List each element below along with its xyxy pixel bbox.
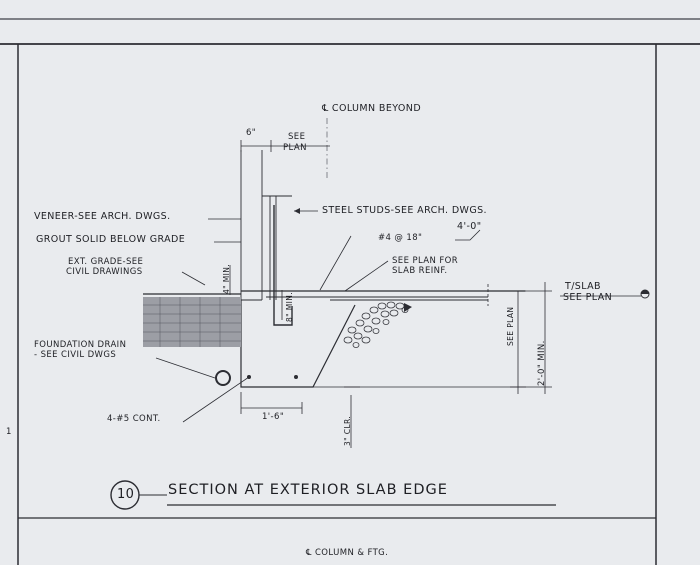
foundation-drain-label-2: - SEE CIVIL DWGS (34, 350, 117, 360)
veneer-label: VENEER-SEE ARCH. DWGS. (34, 211, 171, 222)
gravel-fill (343, 301, 409, 348)
gravel-edge-arrow (404, 303, 412, 312)
min-2ft-label: 2'-0" MIN. (537, 340, 547, 386)
foundation-drain-label: FOUNDATION DRAIN (34, 340, 127, 350)
ground-hatch (143, 297, 241, 347)
drawing-title: SECTION AT EXTERIOR SLAB EDGE (168, 482, 448, 498)
see-plan-top-label: SEE (288, 132, 306, 142)
leader-arrow (294, 208, 300, 214)
dim-6in-label: 6" (246, 128, 257, 138)
tslab-marker-fill-q (645, 290, 649, 294)
dim-1ft6-label: 1'-6" (262, 412, 285, 422)
footing-rebar-dot (294, 375, 298, 379)
see-plan-slab-label: SEE PLAN FOR (392, 256, 459, 266)
tslab-label-2: SEE PLAN (563, 292, 613, 303)
ground-hatch-pattern (143, 297, 241, 347)
see-plan-vert-label: SEE PLAN (506, 306, 515, 346)
foundation-drain-pipe (215, 370, 231, 386)
ext-grade-label-2: CIVIL DRAWINGS (66, 267, 143, 277)
ext-grade-label: EXT. GRADE-SEE (68, 257, 144, 267)
stray-mark: 1 (6, 427, 12, 437)
see-plan-top-label-2: PLAN (283, 143, 307, 153)
cont-bars-label: 4-#5 CONT. (107, 414, 161, 424)
detail-number: 10 (117, 487, 135, 502)
tslab-label: T/SLAB (565, 281, 601, 292)
rebar-label: #4 @ 18" (378, 233, 423, 243)
clr-3in-label: 3" CLR. (343, 415, 352, 446)
footer-note: ℄ COLUMN & FTG. (306, 548, 389, 558)
see-plan-slab-label-2: SLAB REINF. (392, 266, 448, 276)
dowel-bar (273, 205, 293, 326)
grout-label: GROUT SOLID BELOW GRADE (36, 234, 186, 245)
leader-lines (155, 210, 481, 423)
dim-4ft-label: 4'-0" (457, 221, 482, 232)
min-8in-label: 8" MIN. (285, 291, 294, 322)
min-4in-label: 4" MIN. (222, 263, 231, 294)
column-beyond-label: ℄ COLUMN BEYOND (322, 103, 422, 114)
steel-studs-label: STEEL STUDS-SEE ARCH. DWGS. (322, 205, 487, 216)
